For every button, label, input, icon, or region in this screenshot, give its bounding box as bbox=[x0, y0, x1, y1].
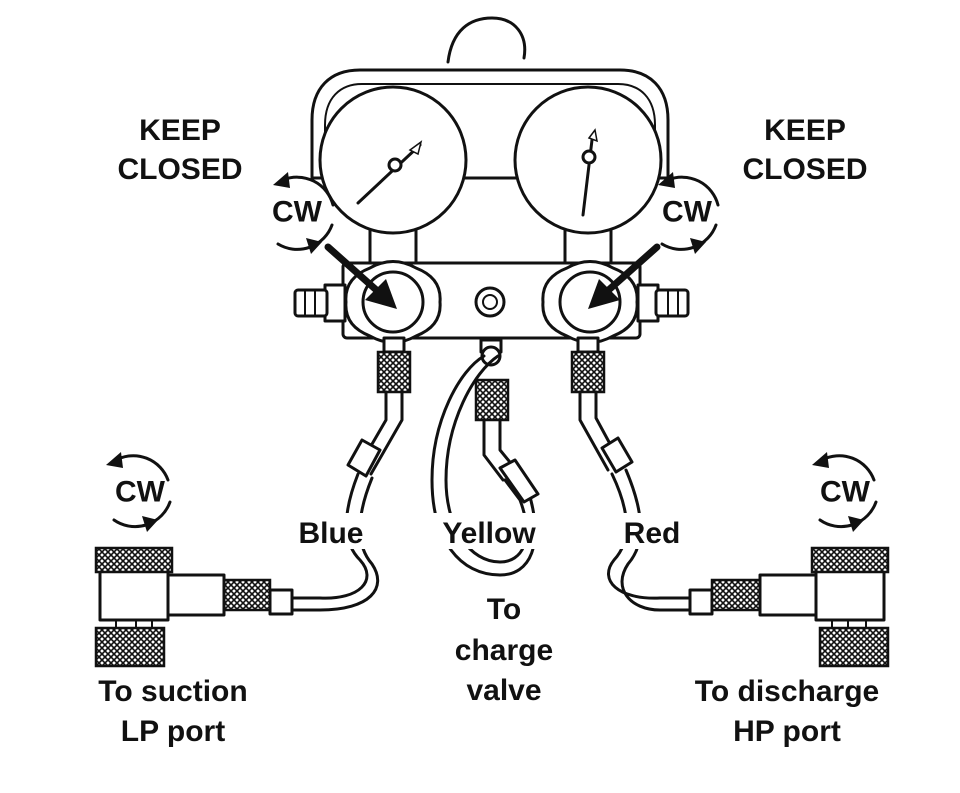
suction-lp-coupler bbox=[94, 546, 294, 668]
keep-closed-left-line2: CLOSED bbox=[117, 153, 242, 186]
cw-label: CW bbox=[272, 196, 323, 229]
hose-label-blue: Blue bbox=[292, 513, 370, 550]
center-hose-fitting bbox=[474, 338, 510, 422]
hanging-hook bbox=[446, 16, 527, 64]
cw-rotation-icon-suction: CW bbox=[106, 452, 172, 532]
svg-text:Red: Red bbox=[624, 517, 681, 550]
low-side-hose-fitting bbox=[376, 336, 412, 394]
svg-text:Yellow: Yellow bbox=[442, 517, 536, 550]
charge-valve-label-line1: To bbox=[487, 593, 521, 626]
high-side-hose-fitting bbox=[570, 336, 606, 394]
suction-port-label-line2: LP port bbox=[121, 715, 225, 748]
blue-hose bbox=[288, 390, 404, 612]
suction-port-label-line1: To suction bbox=[98, 675, 247, 708]
cw-rotation-icon-left-valve: CW bbox=[272, 172, 335, 254]
hose-label-yellow: Yellow bbox=[432, 513, 546, 550]
right-valve-arrow bbox=[588, 243, 661, 309]
cw-label: CW bbox=[820, 476, 871, 509]
keep-closed-right-line2: CLOSED bbox=[742, 153, 867, 186]
charge-valve-label-line2: charge bbox=[455, 634, 553, 667]
cw-rotation-icon-discharge: CW bbox=[812, 452, 878, 532]
svg-text:Blue: Blue bbox=[298, 517, 363, 550]
keep-closed-right-line1: KEEP bbox=[764, 114, 846, 147]
cw-label: CW bbox=[115, 476, 166, 509]
cw-label: CW bbox=[662, 196, 713, 229]
hose-label-red: Red bbox=[616, 513, 688, 550]
discharge-port-label-line1: To discharge bbox=[695, 675, 879, 708]
cw-rotation-icon-right-valve: CW bbox=[658, 172, 720, 254]
charge-valve-label-line3: valve bbox=[466, 674, 541, 707]
keep-closed-left-line1: KEEP bbox=[139, 114, 221, 147]
low-pressure-gauge bbox=[318, 85, 468, 267]
left-valve-arrow bbox=[324, 243, 397, 309]
discharge-hp-coupler bbox=[688, 546, 890, 668]
red-hose bbox=[578, 390, 692, 612]
high-pressure-gauge bbox=[513, 85, 663, 267]
discharge-port-label-line2: HP port bbox=[733, 715, 841, 748]
